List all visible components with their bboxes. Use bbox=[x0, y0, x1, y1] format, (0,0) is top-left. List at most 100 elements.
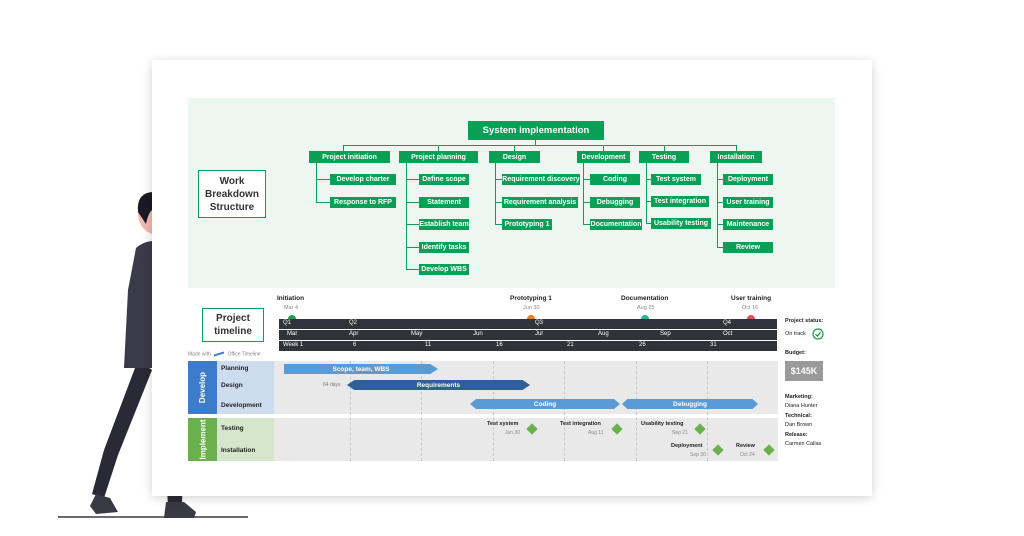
role-name: Carmen Callas bbox=[785, 441, 822, 447]
wbs-root-stem bbox=[535, 140, 536, 146]
wbs-col-stem bbox=[736, 145, 737, 151]
bar-duration: 64 days bbox=[323, 382, 341, 388]
impl-milestone-title: Deployment bbox=[671, 443, 703, 449]
wbs-root-bus bbox=[343, 145, 737, 146]
week-label: Week 1 bbox=[283, 342, 304, 348]
quarter-label: Q3 bbox=[535, 320, 544, 326]
wbs-item: Test system bbox=[651, 174, 701, 185]
wbs-col-stem bbox=[514, 145, 515, 151]
task-label: Installation bbox=[221, 447, 256, 454]
wbs-item: Prototyping 1 bbox=[502, 219, 552, 230]
wbs-col-stem bbox=[664, 145, 665, 151]
month-scale: Mar Apr May Jun Jul Aug Sep Oct bbox=[279, 330, 777, 340]
month-label: Aug bbox=[598, 331, 609, 337]
impl-milestone-title: Test system bbox=[487, 421, 519, 427]
impl-milestone-title: Test integration bbox=[560, 421, 601, 427]
task-bar: Requirements bbox=[347, 380, 530, 390]
wbs-col-5: Installation bbox=[710, 151, 762, 163]
wbs-item: Statement bbox=[419, 197, 469, 208]
wbs-col-0: Project initiation bbox=[309, 151, 390, 163]
grid-line bbox=[350, 361, 351, 461]
wbs-tick bbox=[717, 179, 723, 180]
task-label: Development bbox=[221, 402, 262, 409]
wbs-col-stem bbox=[343, 145, 344, 151]
task-bar: Debugging bbox=[622, 399, 758, 409]
wbs-item: Documentation bbox=[590, 219, 642, 230]
wbs-item: Deployment bbox=[723, 174, 773, 185]
week-label: 31 bbox=[710, 342, 717, 348]
week-label: 26 bbox=[639, 342, 646, 348]
month-label: Jul bbox=[535, 331, 543, 337]
grid-line bbox=[564, 361, 565, 461]
wbs-item: Requirement discovery bbox=[502, 174, 580, 185]
impl-milestone-title: Usability testing bbox=[641, 421, 684, 427]
wbs-label: Work Breakdown Structure bbox=[198, 170, 266, 218]
wbs-col-4: Testing bbox=[639, 151, 689, 163]
wbs-tick bbox=[316, 202, 330, 203]
status-value: On track bbox=[785, 331, 806, 337]
milestone-date: Aug 25 bbox=[637, 305, 655, 311]
wbs-tick bbox=[583, 179, 590, 180]
wbs-item: Test integration bbox=[651, 196, 709, 207]
month-label: Mar bbox=[287, 331, 298, 337]
wbs-spine bbox=[316, 163, 317, 203]
milestone-title: Documentation bbox=[621, 295, 669, 302]
quarter-label: Q4 bbox=[723, 320, 732, 326]
wbs-item: Usability testing bbox=[651, 218, 711, 229]
week-label: 21 bbox=[567, 342, 574, 348]
wbs-col-stem bbox=[603, 145, 604, 151]
milestone-date: Jun 30 bbox=[523, 305, 540, 311]
wbs-col-2: Design bbox=[489, 151, 540, 163]
wbs-tick bbox=[717, 224, 723, 225]
impl-milestone-date: Sep 30 bbox=[690, 452, 706, 458]
impl-milestone-date: Oct 24 bbox=[740, 452, 755, 458]
quarter-label: Q2 bbox=[349, 320, 358, 326]
wbs-item: Establish team bbox=[419, 219, 469, 230]
month-label: Apr bbox=[349, 331, 359, 337]
wbs-spine bbox=[717, 163, 718, 248]
role-name: Diana Hunter bbox=[785, 403, 818, 409]
role-label: Release: bbox=[785, 432, 808, 438]
week-label: 16 bbox=[496, 342, 503, 348]
impl-milestone-title: Review bbox=[736, 443, 755, 449]
quarter-label: Q1 bbox=[283, 320, 292, 326]
wbs-tick bbox=[646, 223, 651, 224]
task-label: Planning bbox=[221, 365, 249, 372]
wbs-tick bbox=[646, 201, 651, 202]
wbs-tick bbox=[406, 247, 419, 248]
impl-milestone-date: Jun 30 bbox=[505, 430, 521, 436]
develop-lane-label: Develop bbox=[188, 361, 217, 414]
wbs-item: Debugging bbox=[590, 197, 640, 208]
week-label: 11 bbox=[425, 342, 432, 348]
milestone-title: Initiation bbox=[277, 295, 305, 302]
status-label: Project status: bbox=[785, 318, 824, 324]
month-label: May bbox=[411, 331, 423, 337]
week-scale: Week 1 6 11 16 21 26 31 bbox=[279, 341, 777, 351]
timeline-label: Project timeline bbox=[202, 308, 264, 342]
grid-line bbox=[421, 361, 422, 461]
check-circle-icon bbox=[812, 328, 824, 340]
wbs-tick bbox=[495, 179, 502, 180]
milestone-title: Prototyping 1 bbox=[510, 295, 552, 302]
wbs-spine bbox=[406, 163, 407, 270]
wbs-tick bbox=[583, 224, 590, 225]
wbs-tick bbox=[717, 202, 723, 203]
wbs-item: Develop WBS bbox=[419, 264, 469, 275]
wbs-item: Develop charter bbox=[330, 174, 396, 185]
role-name: Dan Brown bbox=[785, 422, 813, 428]
wbs-tick bbox=[495, 224, 502, 225]
grid-line bbox=[707, 361, 708, 461]
wbs-item: Review bbox=[723, 242, 773, 253]
wbs-tick bbox=[495, 202, 502, 203]
implement-task-panel bbox=[217, 418, 274, 461]
task-bar: Scope, team, WBS bbox=[284, 364, 438, 374]
wbs-col-3: Development bbox=[577, 151, 630, 163]
milestone-date: Oct 16 bbox=[742, 305, 759, 311]
wbs-item: Identify tasks bbox=[419, 242, 469, 253]
wbs-tick bbox=[316, 179, 330, 180]
budget-label: Budget: bbox=[785, 350, 806, 356]
milestone-date: Mar 4 bbox=[284, 305, 299, 311]
wbs-tick bbox=[646, 179, 651, 180]
budget-value: $145K bbox=[785, 361, 823, 381]
impl-milestone-date: Aug 11 bbox=[588, 430, 604, 436]
